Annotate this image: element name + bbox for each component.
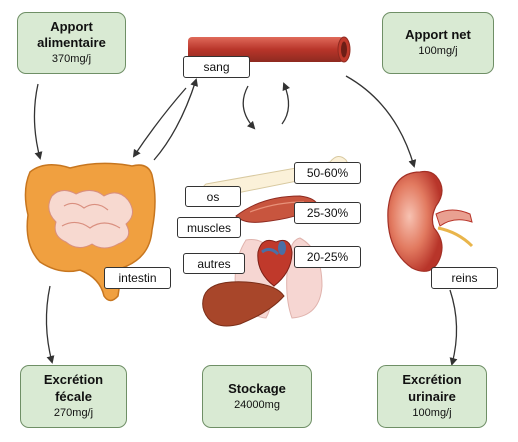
box-excretion-urinaire: Excrétion urinaire 100mg/j <box>377 365 487 428</box>
arrow-storage-to-blood <box>281 82 290 125</box>
intestine-icon <box>24 162 156 302</box>
stockage-title: Stockage <box>228 380 286 396</box>
label-pct-autres: 20-25% <box>294 246 361 268</box>
arrow-blood-to-storage <box>242 85 256 130</box>
label-autres: autres <box>183 253 245 274</box>
blood-vessel-icon <box>188 36 351 63</box>
arrow-blood-to-kidney <box>345 75 417 168</box>
arrow-intestine-to-blood <box>153 78 198 161</box>
apport-alimentaire-value: 370mg/j <box>51 53 92 66</box>
apport-net-title: Apport net <box>405 27 471 42</box>
stockage-value: 24000mg <box>234 398 280 411</box>
arrow-kidney-to-urinary <box>449 289 458 366</box>
label-os: os <box>185 186 241 207</box>
apport-net-value: 100mg/j <box>418 45 458 58</box>
heart-icon <box>257 239 293 287</box>
excretion-fecale-title: Excrétion fécale <box>43 372 104 404</box>
excretion-urinaire-value: 100mg/j <box>412 406 452 419</box>
arrow-intestine-to-fecal <box>45 285 55 364</box>
arrow-blood-to-intestine <box>132 87 187 158</box>
arrow-intake-to-intestine <box>33 83 43 160</box>
label-reins: reins <box>431 267 498 289</box>
liver-icon <box>202 281 285 327</box>
box-apport-net: Apport net 100mg/j <box>382 12 494 74</box>
box-excretion-fecale: Excrétion fécale 270mg/j <box>20 365 127 428</box>
excretion-urinaire-title: Excrétion urinaire <box>402 372 462 404</box>
label-intestin: intestin <box>104 267 171 289</box>
label-muscles: muscles <box>177 217 241 238</box>
flow-arrows <box>33 75 458 366</box>
label-pct-muscles: 25-30% <box>294 202 361 224</box>
kidney-icon <box>387 170 474 272</box>
excretion-fecale-value: 270mg/j <box>53 406 94 419</box>
box-stockage: Stockage 24000mg <box>202 365 312 428</box>
apport-alimentaire-title: Apport alimentaire <box>37 18 106 51</box>
label-pct-os: 50-60% <box>294 162 361 184</box>
box-apport-alimentaire: Apport alimentaire 370mg/j <box>17 12 126 74</box>
label-sang: sang <box>183 56 250 78</box>
